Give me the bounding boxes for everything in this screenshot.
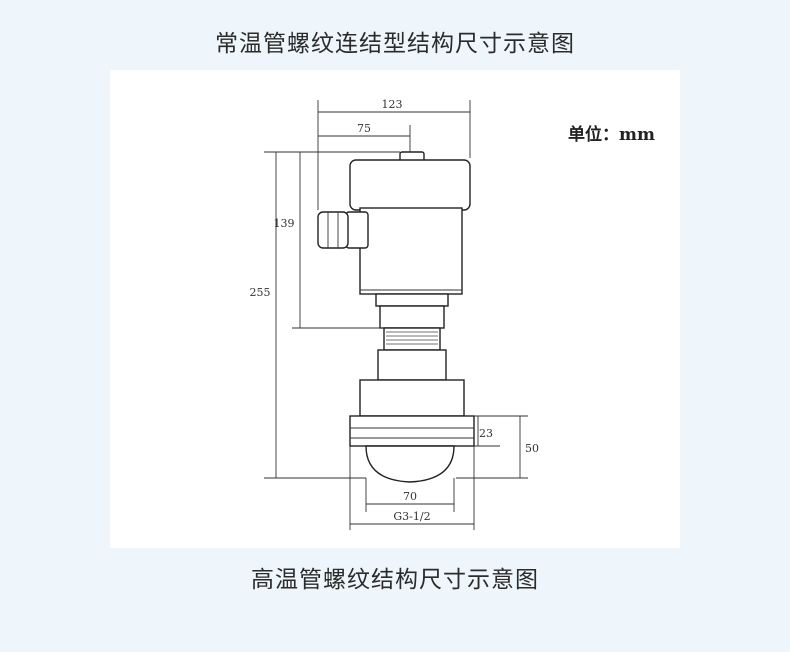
dim-label-123: 123: [382, 98, 403, 111]
dim-center-offset: 75: [318, 122, 411, 152]
dim-label-g3: G3-1/2: [393, 510, 430, 523]
top-title: 常温管螺纹连结型结构尺寸示意图: [215, 31, 575, 57]
dim-label-23: 23: [479, 427, 493, 440]
dim-dome-diameter: 70: [365, 478, 455, 512]
dim-overall-width: 123: [317, 98, 471, 210]
dim-thread-spec: G3-1/2: [349, 446, 475, 530]
neck-section: [375, 293, 449, 381]
flange-section: [349, 379, 475, 447]
dim-thread-height: 23: [474, 415, 500, 447]
dim-flange-height: 50: [456, 415, 539, 479]
sensor-housing: [349, 151, 471, 295]
bottom-title: 高温管螺纹结构尺寸示意图: [251, 567, 539, 593]
dim-total-height: 255: [250, 151, 366, 479]
dim-head-height: 139: [274, 151, 400, 329]
unit-label: 单位：mm: [568, 124, 655, 145]
dome-antenna: [365, 445, 455, 483]
dim-label-50: 50: [525, 442, 539, 455]
cable-gland: [317, 211, 369, 249]
dim-label-139: 139: [274, 217, 295, 230]
dim-label-75: 75: [357, 122, 371, 135]
dim-label-70: 70: [403, 490, 417, 503]
dim-label-255: 255: [250, 286, 271, 299]
